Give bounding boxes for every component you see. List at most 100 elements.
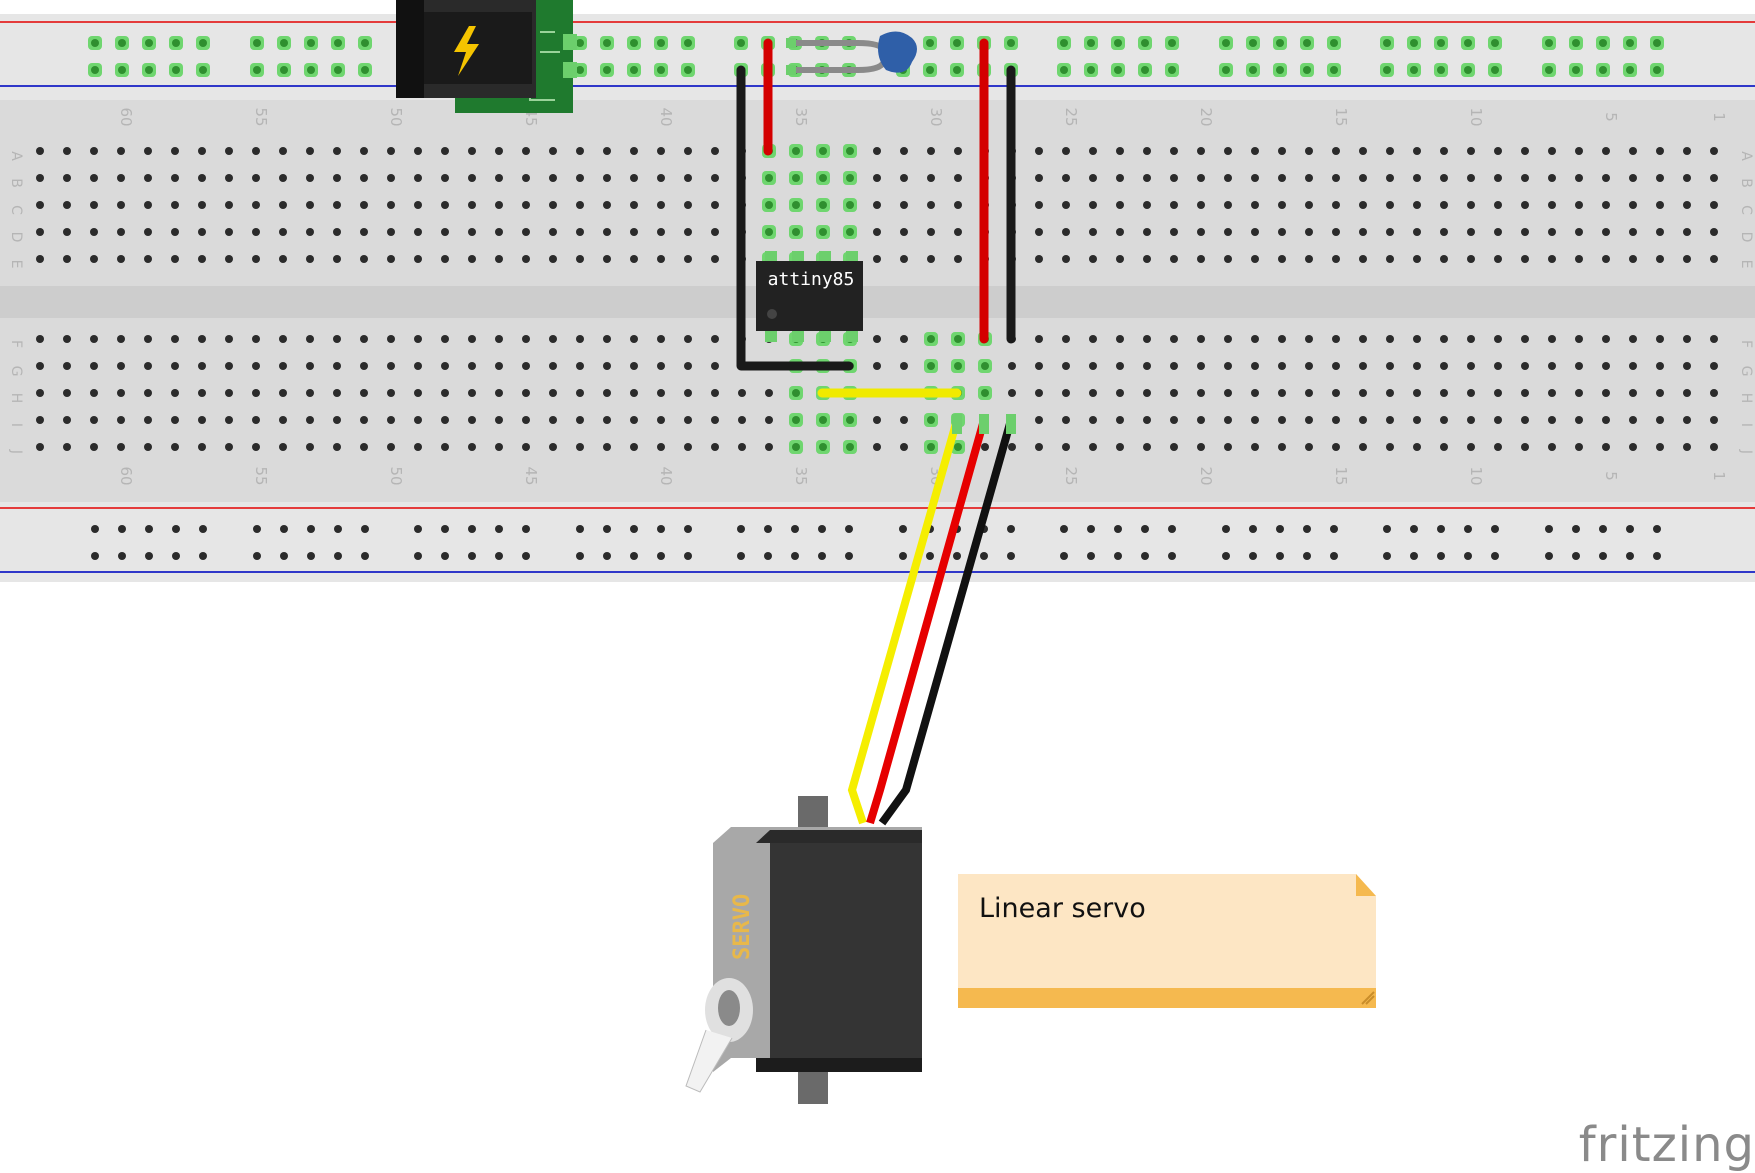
breadboard-hole <box>927 174 935 182</box>
breadboard-hole <box>495 228 503 236</box>
breadboard-hole <box>1629 174 1637 182</box>
breadboard-hole <box>900 147 908 155</box>
power-rail-hole <box>1060 66 1068 74</box>
ceramic-capacitor[interactable] <box>786 31 917 75</box>
breadboard-hole <box>1629 443 1637 451</box>
breadboard-hole <box>1170 174 1178 182</box>
breadboard-hole <box>63 147 71 155</box>
breadboard-hole <box>360 255 368 263</box>
breadboard-hole <box>117 443 125 451</box>
breadboard-hole <box>279 416 287 424</box>
breadboard-hole <box>1683 201 1691 209</box>
breadboard-hole <box>1305 228 1313 236</box>
power-rail-hole <box>199 552 207 560</box>
column-number: 50 <box>387 107 405 126</box>
breadboard-hole <box>873 174 881 182</box>
breadboard-hole <box>1008 443 1016 451</box>
breadboard-hole <box>792 389 800 397</box>
breadboard-hole <box>63 443 71 451</box>
breadboard-hole <box>603 255 611 263</box>
power-rail-hole <box>630 66 638 74</box>
power-rail-hole <box>307 552 315 560</box>
breadboard-hole <box>1494 174 1502 182</box>
breadboard-hole <box>711 228 719 236</box>
breadboard-hole <box>144 416 152 424</box>
breadboard-hole <box>1386 443 1394 451</box>
breadboard-hole <box>360 443 368 451</box>
breadboard-hole <box>1575 201 1583 209</box>
breadboard-hole <box>306 201 314 209</box>
breadboard-hole <box>846 201 854 209</box>
breadboard-hole <box>1305 335 1313 343</box>
breadboard-hole <box>1494 443 1502 451</box>
breadboard-hole <box>738 443 746 451</box>
breadboard-hole <box>1332 335 1340 343</box>
breadboard-hole <box>198 443 206 451</box>
breadboard-hole <box>603 362 611 370</box>
breadboard-hole <box>954 255 962 263</box>
power-rail-hole <box>145 552 153 560</box>
breadboard-hole <box>1089 174 1097 182</box>
breadboard-hole <box>225 335 233 343</box>
breadboard-hole <box>198 255 206 263</box>
breadboard-hole <box>1251 335 1259 343</box>
row-letter: A <box>1738 151 1754 161</box>
servo-motor[interactable]: SERVO <box>685 796 922 1104</box>
breadboard-hole <box>522 201 530 209</box>
power-rail-hole <box>603 39 611 47</box>
breadboard-hole <box>144 335 152 343</box>
black-wire-ground[interactable] <box>736 65 854 371</box>
breadboard-hole <box>927 255 935 263</box>
power-rail-hole <box>899 552 907 560</box>
breadboard-hole <box>333 362 341 370</box>
row-letter: J <box>8 449 24 454</box>
breadboard-hole <box>1305 416 1313 424</box>
dc-barrel-jack[interactable] <box>396 0 577 113</box>
breadboard-hole <box>333 443 341 451</box>
power-rail-hole <box>1114 525 1122 533</box>
breadboard-hole <box>1332 362 1340 370</box>
breadboard-hole <box>927 443 935 451</box>
breadboard-hole <box>144 443 152 451</box>
breadboard-hole <box>333 335 341 343</box>
breadboard-hole <box>576 335 584 343</box>
breadboard-hole <box>1332 443 1340 451</box>
breadboard-hole <box>171 201 179 209</box>
breadboard-hole <box>1305 174 1313 182</box>
breadboard-hole <box>90 174 98 182</box>
breadboard-hole <box>441 228 449 236</box>
breadboard-hole <box>441 443 449 451</box>
breadboard-hole <box>1575 416 1583 424</box>
breadboard-hole <box>1656 147 1664 155</box>
breadboard-hole <box>1089 362 1097 370</box>
breadboard-hole <box>414 389 422 397</box>
breadboard-hole <box>441 255 449 263</box>
breadboard-hole <box>1008 389 1016 397</box>
breadboard-hole <box>1494 416 1502 424</box>
breadboard-hole <box>468 389 476 397</box>
breadboard-hole <box>144 255 152 263</box>
power-rail-hole <box>1303 552 1311 560</box>
breadboard-hole <box>603 389 611 397</box>
attiny85-chip[interactable]: attiny85 <box>756 251 863 342</box>
breadboard-hole <box>1575 255 1583 263</box>
breadboard-hole <box>117 174 125 182</box>
breadboard-hole <box>954 443 962 451</box>
power-rail-hole <box>145 39 153 47</box>
breadboard-hole <box>90 255 98 263</box>
power-rail-hole <box>172 39 180 47</box>
breadboard-hole <box>1278 443 1286 451</box>
breadboard-hole <box>1548 416 1556 424</box>
breadboard-hole <box>1197 362 1205 370</box>
breadboard-hole <box>1548 362 1556 370</box>
breadboard-hole <box>657 443 665 451</box>
column-number: 55 <box>252 466 270 485</box>
power-rail-hole <box>926 552 934 560</box>
power-rail-hole <box>603 552 611 560</box>
breadboard-hole <box>873 362 881 370</box>
note[interactable] <box>958 874 1376 1008</box>
breadboard-hole <box>549 147 557 155</box>
breadboard-hole <box>603 416 611 424</box>
breadboard-hole <box>603 335 611 343</box>
